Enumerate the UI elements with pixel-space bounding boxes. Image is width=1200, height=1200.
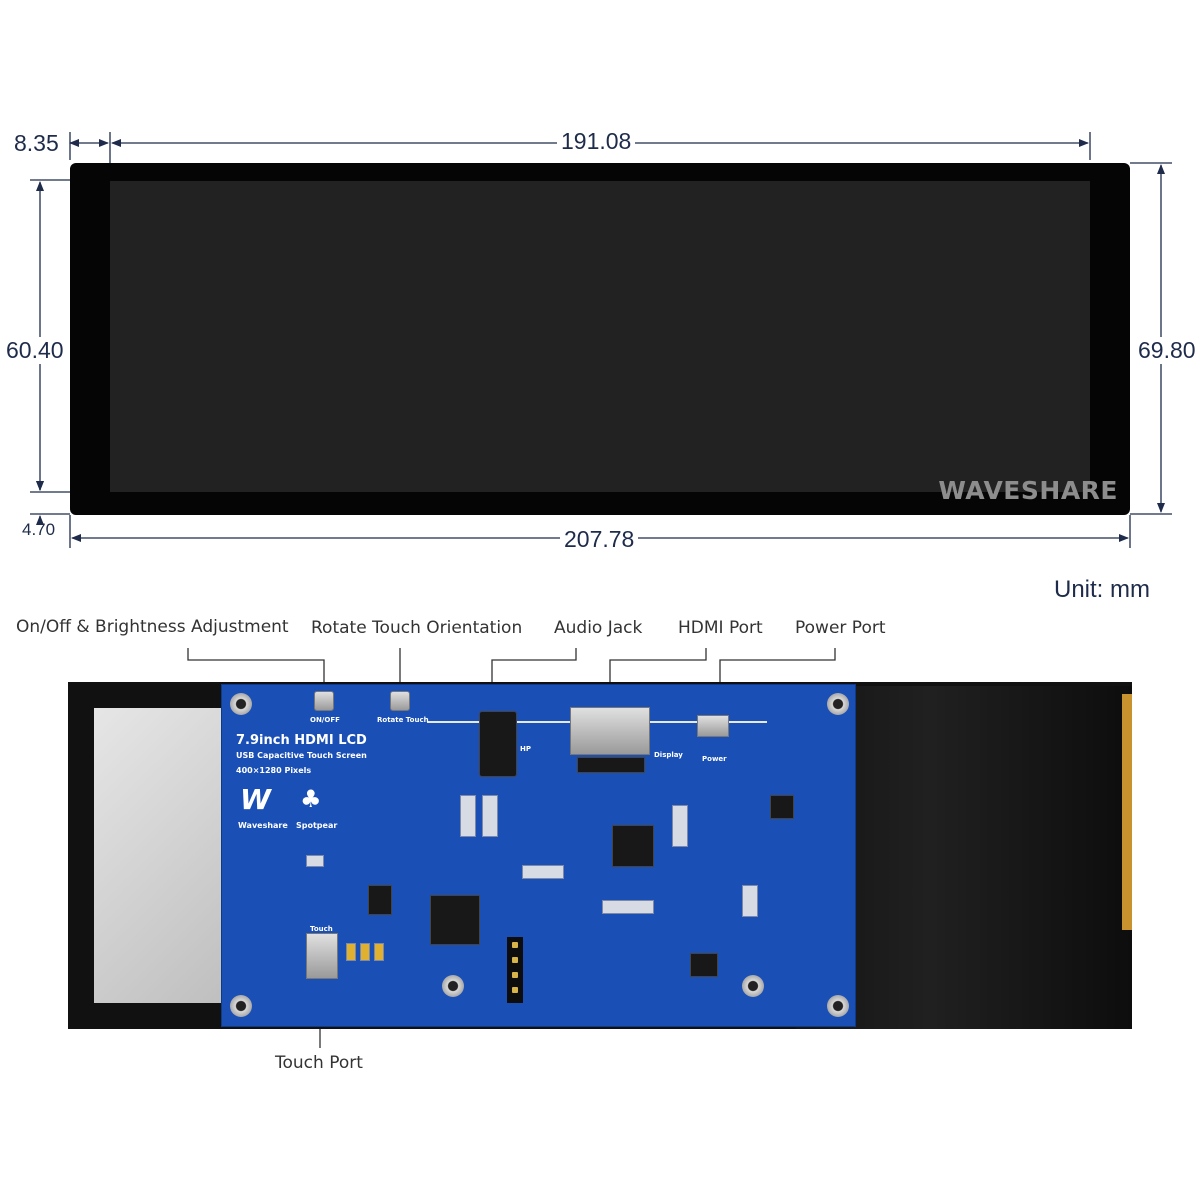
display-screen [110, 181, 1090, 492]
logo-waveshare-label: Waveshare [238, 821, 288, 830]
brand-logo: WAVESHARE [938, 476, 1118, 505]
callout-audio-jack: Audio Jack [554, 618, 643, 638]
mount-hole [742, 975, 764, 997]
audio-jack [479, 711, 517, 777]
board-resolution: 400×1280 Pixels [236, 766, 312, 775]
callout-rotate-touch: Rotate Touch Orientation [311, 618, 523, 638]
inductor [770, 795, 794, 819]
mount-hole [230, 693, 252, 715]
mount-hole [827, 995, 849, 1017]
led-component [360, 943, 370, 961]
smd-component [482, 795, 498, 837]
regulator-chip [690, 953, 718, 977]
dimension-total-height: 69.80 [1134, 337, 1200, 364]
led-component [346, 943, 356, 961]
onoff-button [314, 691, 334, 711]
metal-plate [94, 708, 224, 1003]
dimension-bezel-left: 8.35 [10, 130, 63, 157]
label-onoff: ON/OFF [310, 716, 340, 724]
board-title: 7.9inch HDMI LCD [236, 733, 367, 748]
dimension-screen-height: 60.40 [2, 337, 68, 364]
dimension-total-width: 207.78 [560, 526, 639, 553]
mount-hole [230, 995, 252, 1017]
smd-component [742, 885, 758, 917]
touch-controller-chip [430, 895, 480, 945]
hdmi-connector-base [577, 757, 645, 773]
power-port [697, 715, 729, 737]
pcb-board: ON/OFF Rotate Touch 7.9inch HDMI LCD USB… [221, 684, 856, 1027]
rotate-touch-button [390, 691, 410, 711]
pin-header [507, 937, 523, 1003]
label-rotate: Rotate Touch [377, 716, 429, 724]
mount-hole [827, 693, 849, 715]
label-touch: Touch [310, 925, 333, 933]
callout-touch-port: Touch Port [275, 1053, 363, 1073]
unit-label: Unit: mm [1054, 576, 1150, 603]
callout-power-port: Power Port [795, 618, 886, 638]
display-back: ON/OFF Rotate Touch 7.9inch HDMI LCD USB… [68, 682, 1132, 1029]
main-controller-chip [612, 825, 654, 867]
board-subtitle: USB Capacitive Touch Screen [236, 751, 367, 760]
voltage-regulator [368, 885, 392, 915]
label-power: Power [702, 755, 727, 763]
label-display: Display [654, 751, 683, 759]
smd-component [602, 900, 654, 914]
smd-component [522, 865, 564, 879]
callout-hdmi-port: HDMI Port [678, 618, 763, 638]
smd-component [460, 795, 476, 837]
display-front: WAVESHARE [70, 163, 1130, 515]
smd-component [672, 805, 688, 847]
hdmi-port [570, 707, 650, 755]
label-hp: HP [520, 745, 531, 753]
touch-port [306, 933, 338, 979]
logo-spotpear-label: Spotpear [296, 821, 338, 830]
fpc-cable [1122, 694, 1132, 930]
spotpear-logo-icon: ♣ [300, 785, 322, 813]
waveshare-logo-icon: W [240, 783, 271, 816]
smd-component [306, 855, 324, 867]
led-component [374, 943, 384, 961]
dimension-bezel-bottom: 4.70 [22, 520, 56, 539]
mount-hole [442, 975, 464, 997]
dimension-screen-width: 191.08 [557, 128, 636, 155]
callout-power-switch: On/Off & Brightness Adjustment [16, 617, 289, 637]
